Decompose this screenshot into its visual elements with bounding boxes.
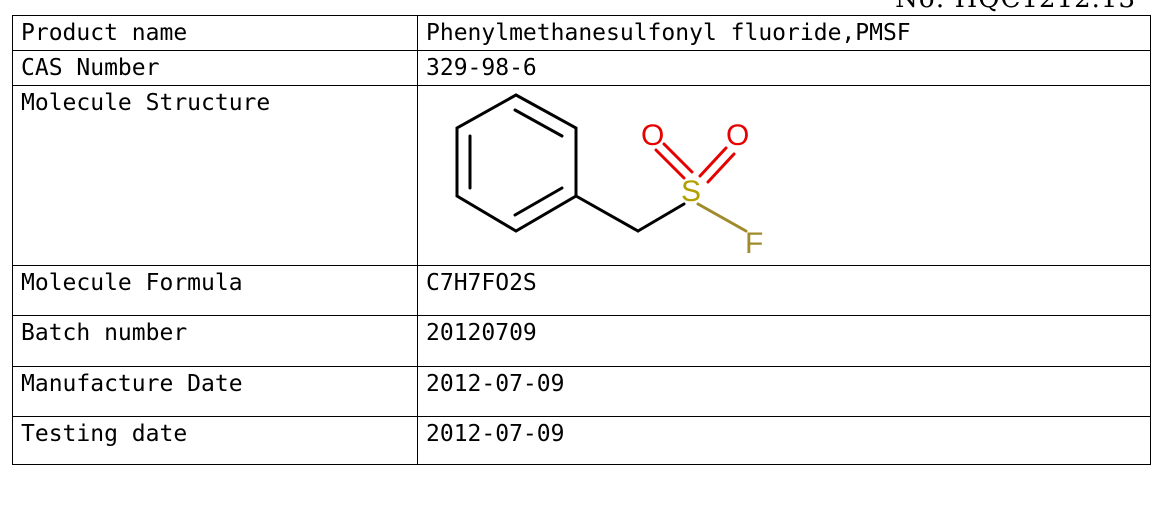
benzene-ring xyxy=(455,93,578,233)
manufacture-date-value: 2012-07-09 xyxy=(417,366,1151,417)
table-row-product-name: Product name Phenylmethanesulfonyl fluor… xyxy=(12,15,1151,51)
table-row-molecule-formula: Molecule Formula C7H7FO2S xyxy=(12,265,1151,316)
product-name-label: Product name xyxy=(12,15,418,51)
table-row-manufacture-date: Manufacture Date 2012-07-09 xyxy=(12,366,1151,417)
s-o-left-bond-a xyxy=(654,148,686,180)
s-f-bond xyxy=(696,202,748,233)
atom-oxygen-right: O xyxy=(726,119,749,152)
table-row-testing-date: Testing date 2012-07-09 xyxy=(12,416,1151,465)
cas-number-label: CAS Number xyxy=(12,50,418,86)
product-name-value: Phenylmethanesulfonyl fluoride,PMSF xyxy=(417,15,1151,51)
manufacture-date-label: Manufacture Date xyxy=(12,366,418,417)
s-o-left-bond-b xyxy=(662,142,694,174)
molecule-structure-label: Molecule Structure xyxy=(12,85,418,266)
testing-date-value: 2012-07-09 xyxy=(417,416,1151,465)
atom-oxygen-left: O xyxy=(641,119,664,152)
molecule-structure-cell: O O S F xyxy=(417,85,1151,266)
molecule-structure-image: O O S F xyxy=(455,93,763,260)
document-number: No: HQC1212.13 xyxy=(895,0,1136,12)
s-o-right-bond-a xyxy=(698,146,728,178)
molecule-formula-value: C7H7FO2S xyxy=(417,265,1151,316)
table-row-molecule-structure: Molecule Structure xyxy=(12,85,1151,266)
aromatic-bond-2 xyxy=(513,186,564,217)
ch2-s-bond xyxy=(636,202,686,233)
atom-fluorine: F xyxy=(745,227,763,260)
testing-date-label: Testing date xyxy=(12,416,418,465)
ring-ch2-bond xyxy=(574,194,640,233)
aromatic-bond-1 xyxy=(513,108,564,138)
s-o-right-bond-b xyxy=(706,152,736,184)
atom-sulfur: S xyxy=(681,175,701,208)
batch-number-label: Batch number xyxy=(12,315,418,367)
product-spec-table: Product name Phenylmethanesulfonyl fluor… xyxy=(12,15,1151,465)
molecule-formula-label: Molecule Formula xyxy=(12,265,418,316)
table-row-batch-number: Batch number 20120709 xyxy=(12,315,1151,367)
cas-number-value: 329-98-6 xyxy=(417,50,1151,86)
table-row-cas-number: CAS Number 329-98-6 xyxy=(12,50,1151,86)
batch-number-value: 20120709 xyxy=(417,315,1151,367)
